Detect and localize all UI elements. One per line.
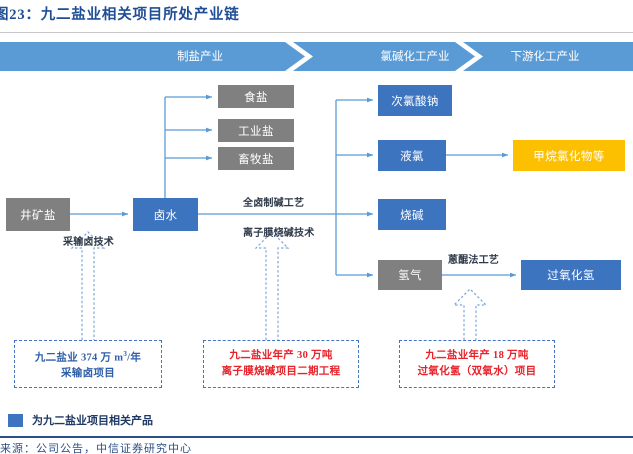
node-industrial-salt[interactable]: 工业盐 <box>218 119 294 142</box>
edge-label-ion-membrane: 离子膜烧碱技术 <box>243 228 315 239</box>
project-callout-1-line1: 九二盐业 374 万 m3/年 <box>35 346 141 367</box>
project-callout-3-line1: 九二盐业年产 18 万吨 <box>425 350 529 361</box>
legend: 为九二盐业项目相关产品 <box>8 412 153 428</box>
edge-label-full-brine-alkali: 全卤制碱工艺 <box>243 198 305 209</box>
band-stage-label-1: 制盐产业 <box>177 51 223 63</box>
figure-title: 图23：九二盐业相关项目所处产业链 <box>0 7 240 23</box>
node-edible-salt[interactable]: 食盐 <box>218 85 294 108</box>
edge-label-brine-extraction: 采输卤技术 <box>63 237 114 248</box>
node-industrial-salt-label: 工业盐 <box>238 125 274 138</box>
title-divider <box>0 32 633 33</box>
node-well-salt[interactable]: 井矿盐 <box>6 198 70 231</box>
node-hydrogen-peroxide[interactable]: 过氧化氢 <box>521 260 621 290</box>
project-callout-3-line2: 过氧化氢（双氧水）项目 <box>417 366 537 377</box>
node-hydrogen-label: 氢气 <box>398 270 422 282</box>
node-edible-salt-label: 食盐 <box>244 91 268 104</box>
node-caustic-soda[interactable]: 烧碱 <box>378 199 446 230</box>
node-caustic-soda-label: 烧碱 <box>400 209 424 222</box>
project-callout-1[interactable]: 九二盐业 374 万 m3/年 采输卤项目 <box>14 340 162 388</box>
legend-swatch-icon <box>8 413 23 427</box>
legend-label: 为九二盐业项目相关产品 <box>32 415 153 427</box>
hollow-arrow-project-2 <box>254 231 290 340</box>
project-callout-1-line1-post: /年 <box>127 352 142 364</box>
project-callout-1-line1-sup: 3 <box>123 349 128 358</box>
project-callout-2-line1: 九二盐业年产 30 万吨 <box>229 350 333 361</box>
project-callout-1-line2: 采输卤项目 <box>61 368 115 380</box>
hollow-arrow-project-1 <box>70 231 106 340</box>
value-chain-band <box>0 42 633 71</box>
node-hydrogen[interactable]: 氢气 <box>378 260 442 290</box>
node-brine-label: 卤水 <box>153 209 178 222</box>
band-stage-3-shape <box>463 42 633 71</box>
band-stage-1-shape <box>0 42 305 71</box>
node-liquid-chlorine[interactable]: 液氯 <box>378 140 446 171</box>
node-hydrogen-peroxide-label: 过氧化氢 <box>547 270 595 282</box>
band-stage-label-3: 下游化工产业 <box>510 51 580 63</box>
project-callout-2[interactable]: 九二盐业年产 30 万吨 离子膜烧碱项目二期工程 <box>203 340 359 388</box>
footer-divider <box>0 436 633 438</box>
footer-source: 来源：公司公告，中信证券研究中心 <box>0 443 192 454</box>
project-callout-2-line2: 离子膜烧碱项目二期工程 <box>221 366 341 377</box>
node-brine[interactable]: 卤水 <box>133 198 198 231</box>
node-livestock-salt[interactable]: 畜牧盐 <box>218 147 294 170</box>
node-well-salt-label: 井矿盐 <box>20 209 56 222</box>
node-methane-chlorides[interactable]: 甲烷氯化物等 <box>513 140 625 171</box>
band-stage-2-shape <box>293 42 475 71</box>
node-sodium-hypochlorite[interactable]: 次氯酸钠 <box>378 85 452 116</box>
node-livestock-salt-label: 畜牧盐 <box>238 153 274 166</box>
project-callout-1-line1-pre: 九二盐业 374 万 m <box>34 352 124 364</box>
node-sodium-hypochlorite-label: 次氯酸钠 <box>391 95 439 108</box>
band-stage-label-2: 氯碱化工产业 <box>380 51 450 63</box>
node-liquid-chlorine-label: 液氯 <box>400 150 424 163</box>
edge-label-anthraquinone: 蒽醌法工艺 <box>448 255 499 266</box>
project-callout-3[interactable]: 九二盐业年产 18 万吨 过氧化氢（双氧水）项目 <box>399 340 555 388</box>
node-methane-chlorides-label: 甲烷氯化物等 <box>533 150 605 163</box>
hollow-arrow-project-3 <box>452 288 488 340</box>
